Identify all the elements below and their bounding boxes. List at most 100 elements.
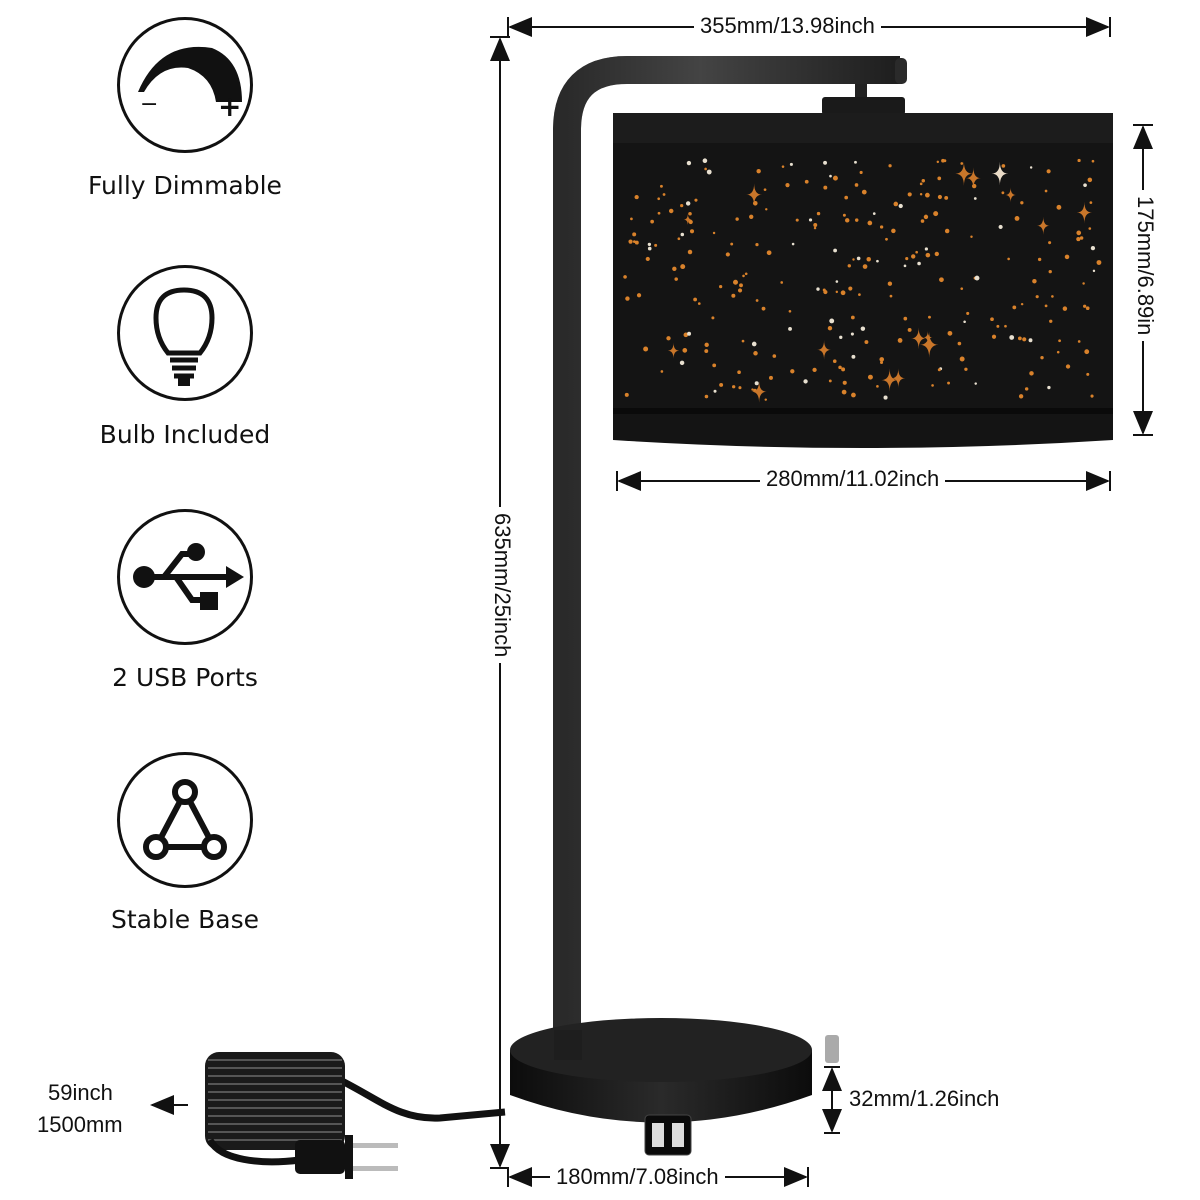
shade-perforation — [630, 217, 633, 221]
shade-perforation — [850, 332, 854, 336]
shade-perforation — [647, 246, 652, 251]
shade-perforation — [643, 346, 649, 352]
shade-perforation — [756, 168, 761, 174]
shade-perforation — [861, 189, 867, 195]
shade-perforation — [755, 243, 759, 247]
shade-perforation — [1017, 336, 1022, 341]
shade-perforation — [753, 351, 758, 356]
shade-perforation — [1029, 371, 1034, 376]
shade-perforation — [677, 237, 681, 241]
shade-perforation — [682, 348, 688, 353]
shade-perforation — [1004, 324, 1007, 328]
shade-perforation — [693, 297, 698, 302]
shade-perforation — [862, 264, 868, 269]
shade-perforation — [625, 296, 630, 301]
star-cutout — [891, 368, 906, 389]
shade-perforation — [816, 211, 821, 216]
shade-perforation — [702, 158, 708, 164]
shade-perforation — [996, 324, 1000, 328]
shade-perforation — [788, 326, 792, 331]
shade-perforation — [1076, 236, 1081, 242]
shade-perforation — [858, 293, 861, 296]
shade-perforation — [735, 217, 739, 221]
shade-perforation — [666, 336, 671, 341]
shade-perforation — [1022, 337, 1027, 342]
power-cord — [205, 1052, 506, 1179]
shade-perforation — [919, 192, 923, 196]
shade-perforation — [1076, 230, 1082, 236]
shade-perforation — [680, 232, 685, 237]
shade-perforation — [933, 211, 939, 217]
shade-perforation — [885, 237, 888, 241]
shade-perforation — [893, 201, 899, 207]
shade-perforation — [719, 382, 724, 387]
shade-perforation — [1049, 319, 1053, 323]
shade-perforation — [683, 332, 689, 338]
shade-perforation — [659, 184, 663, 188]
shade-perforation — [704, 342, 709, 348]
shade-perforation — [1096, 260, 1102, 265]
shade-perforation — [1082, 282, 1085, 285]
star-cutout — [1005, 187, 1017, 203]
star-cutout — [911, 327, 927, 350]
shade-perforation — [672, 266, 677, 272]
minus-sign: − — [140, 92, 159, 117]
shade-perforation — [990, 317, 994, 322]
shade-perforation — [1035, 295, 1039, 299]
shade-perforation — [689, 229, 695, 234]
shade-perforation — [674, 277, 678, 281]
shade-perforation — [880, 360, 884, 365]
shade-perforation — [850, 315, 855, 320]
shade-perforation — [650, 219, 654, 224]
shade-perforation — [687, 249, 693, 255]
shade-perforation — [713, 389, 717, 393]
shade-perforation — [1083, 304, 1087, 308]
shade-perforation — [632, 232, 637, 237]
shade-perforation — [844, 195, 849, 200]
shade-perforation — [785, 183, 790, 188]
shade-perforation — [733, 279, 738, 285]
shade-perforation — [847, 264, 851, 268]
shade-perforation — [704, 349, 709, 353]
shade-perforation — [841, 389, 847, 395]
shade-perforation — [1077, 158, 1081, 163]
shade-perforation — [891, 228, 896, 234]
shade-perforation — [780, 281, 784, 284]
shade-perforation — [889, 294, 893, 298]
feature-label: 2 USB Ports — [112, 663, 258, 692]
shade-perforation — [657, 197, 661, 201]
shade-perforation — [974, 275, 980, 281]
shade-perforation — [832, 175, 838, 181]
shade-perforation — [751, 341, 757, 347]
shade-perforation — [679, 360, 685, 366]
shade-perforation — [1046, 169, 1051, 174]
shade-perforation — [730, 242, 734, 246]
shade-perforation — [1056, 204, 1062, 210]
shade-width-label: 280mm/11.02inch — [760, 466, 946, 492]
feature-stable-base — [117, 752, 253, 888]
shade-perforation — [685, 201, 691, 206]
shade-perforation — [813, 226, 817, 230]
shade-perforation — [645, 256, 650, 262]
shade-perforation — [1090, 394, 1094, 398]
star-cutout — [1036, 216, 1050, 235]
shade-perforation — [812, 367, 817, 372]
shade-perforation — [751, 388, 754, 391]
shade-perforation — [842, 380, 847, 385]
shade-perforation — [657, 211, 661, 215]
shade-perforation — [1064, 254, 1070, 260]
shade-perforation — [738, 386, 742, 390]
shade-perforation — [856, 256, 861, 261]
shade-perforation — [888, 164, 892, 168]
shade-perforation — [742, 274, 745, 278]
shade-perforation — [719, 285, 723, 289]
shade-perforation — [1018, 394, 1024, 399]
shade-perforation — [907, 327, 912, 332]
shade-perforation — [939, 277, 944, 283]
shade-perforation — [879, 357, 885, 362]
star-cutout — [746, 183, 763, 206]
shade-perforation — [1062, 306, 1068, 311]
cord-length-inch: 59inch — [48, 1080, 113, 1105]
shade-perforation — [879, 225, 884, 229]
